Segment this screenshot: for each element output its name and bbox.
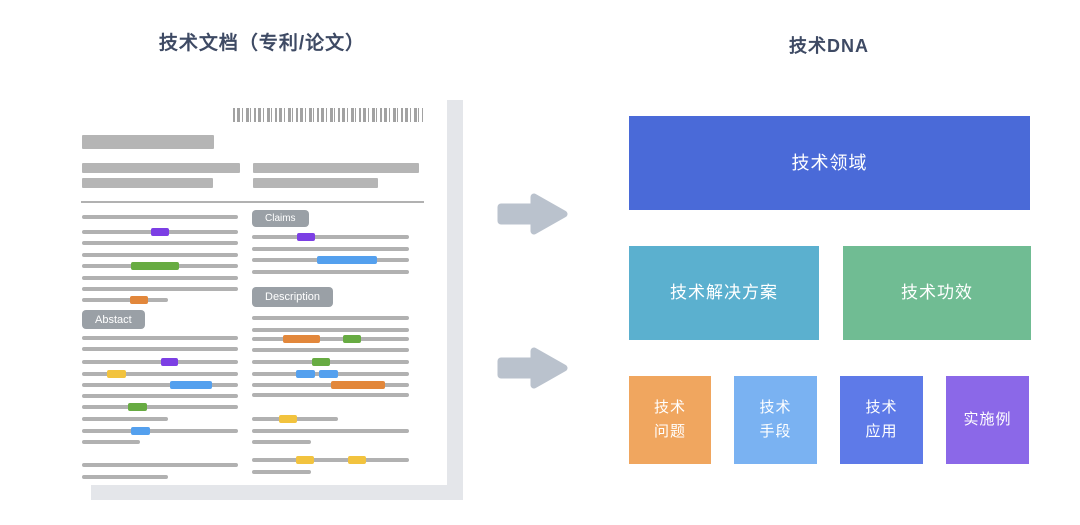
dna-box: 实施例: [946, 376, 1029, 464]
highlight-blue: [296, 370, 315, 378]
dna-box-label: 技术功效: [901, 283, 973, 303]
text-line: [82, 241, 238, 245]
text-line: [252, 429, 409, 433]
text-line: [82, 336, 238, 340]
text-line: [252, 328, 409, 332]
text-line: [82, 296, 168, 304]
dna-box-label: 问题: [653, 423, 686, 440]
header-bar: [82, 135, 214, 149]
text-line: [82, 287, 238, 291]
highlight-blue: [170, 381, 212, 389]
highlight-purple: [161, 358, 178, 366]
text-line: [252, 381, 409, 389]
text-line: [82, 253, 238, 257]
highlight-orange: [283, 335, 320, 343]
dna-box-label: 实施例: [963, 411, 1012, 428]
highlight-yellow: [107, 370, 126, 378]
text-line: [82, 463, 238, 467]
text-line: [252, 256, 409, 264]
text-line: [82, 276, 238, 280]
highlight-yellow: [279, 415, 297, 423]
text-line: [252, 316, 409, 320]
text-line: [252, 370, 409, 378]
header-bar: [82, 178, 213, 188]
dna-box-label: 手段: [759, 423, 792, 440]
dna-box-label: 技术: [759, 399, 792, 416]
highlight-green: [128, 403, 147, 411]
highlight-green: [131, 262, 179, 270]
dna-box-label: 技术领域: [791, 152, 868, 173]
header-bar: [253, 163, 419, 173]
badge-abstract: Abstact: [82, 310, 145, 329]
text-line: [252, 358, 409, 366]
dna-box: 技术问题: [629, 376, 711, 464]
dna-box: 技术领域: [629, 116, 1030, 210]
highlight-blue: [131, 427, 150, 435]
highlight-green: [312, 358, 330, 366]
dna-box: 技术手段: [734, 376, 817, 464]
text-line: [252, 415, 338, 423]
badge-claims: Claims: [252, 210, 309, 227]
dna-box-label: 技术解决方案: [670, 283, 778, 303]
transform-arrow-icon: [497, 347, 568, 389]
highlight-orange: [130, 296, 148, 304]
dna-box-label: 技术: [865, 399, 898, 416]
highlight-purple: [297, 233, 315, 241]
text-line: [252, 335, 409, 343]
text-line: [252, 247, 409, 251]
text-line: [82, 262, 238, 270]
highlight-yellow: [296, 456, 314, 464]
highlight-blue: [317, 256, 377, 264]
dna-box-label: 技术: [653, 399, 686, 416]
header-bar: [82, 163, 240, 173]
text-line: [82, 475, 168, 479]
text-line: [252, 470, 311, 474]
text-line: [252, 393, 409, 397]
text-line: [82, 228, 238, 236]
text-line: [252, 348, 409, 352]
dna-box: 技术解决方案: [629, 246, 819, 340]
text-line: [82, 358, 238, 366]
barcode: [233, 108, 423, 122]
dna-box-label: 应用: [865, 423, 898, 440]
text-line: [82, 403, 238, 411]
highlight-purple: [151, 228, 169, 236]
text-line: [82, 417, 168, 421]
header-bar: [253, 178, 378, 188]
dna-box: 技术功效: [843, 246, 1031, 340]
text-line: [82, 381, 238, 389]
highlight-orange: [331, 381, 385, 389]
text-line: [82, 427, 238, 435]
text-line: [82, 215, 238, 219]
document-divider: [81, 201, 424, 203]
text-line: [252, 456, 409, 464]
highlight-green: [343, 335, 361, 343]
text-line: [82, 394, 238, 398]
dna-box: 技术应用: [840, 376, 923, 464]
document-section-title: 技术文档（专利/论文）: [158, 33, 366, 54]
highlight-blue: [319, 370, 338, 378]
text-line: [82, 440, 140, 444]
text-line: [252, 233, 409, 241]
dna-section-title: 技术DNA: [789, 36, 869, 56]
text-line: [82, 347, 238, 351]
text-line: [252, 270, 409, 274]
badge-description: Description: [252, 287, 334, 307]
text-line: [82, 370, 238, 378]
text-line: [252, 440, 311, 444]
highlight-yellow: [348, 456, 366, 464]
transform-arrow-icon: [497, 193, 568, 235]
